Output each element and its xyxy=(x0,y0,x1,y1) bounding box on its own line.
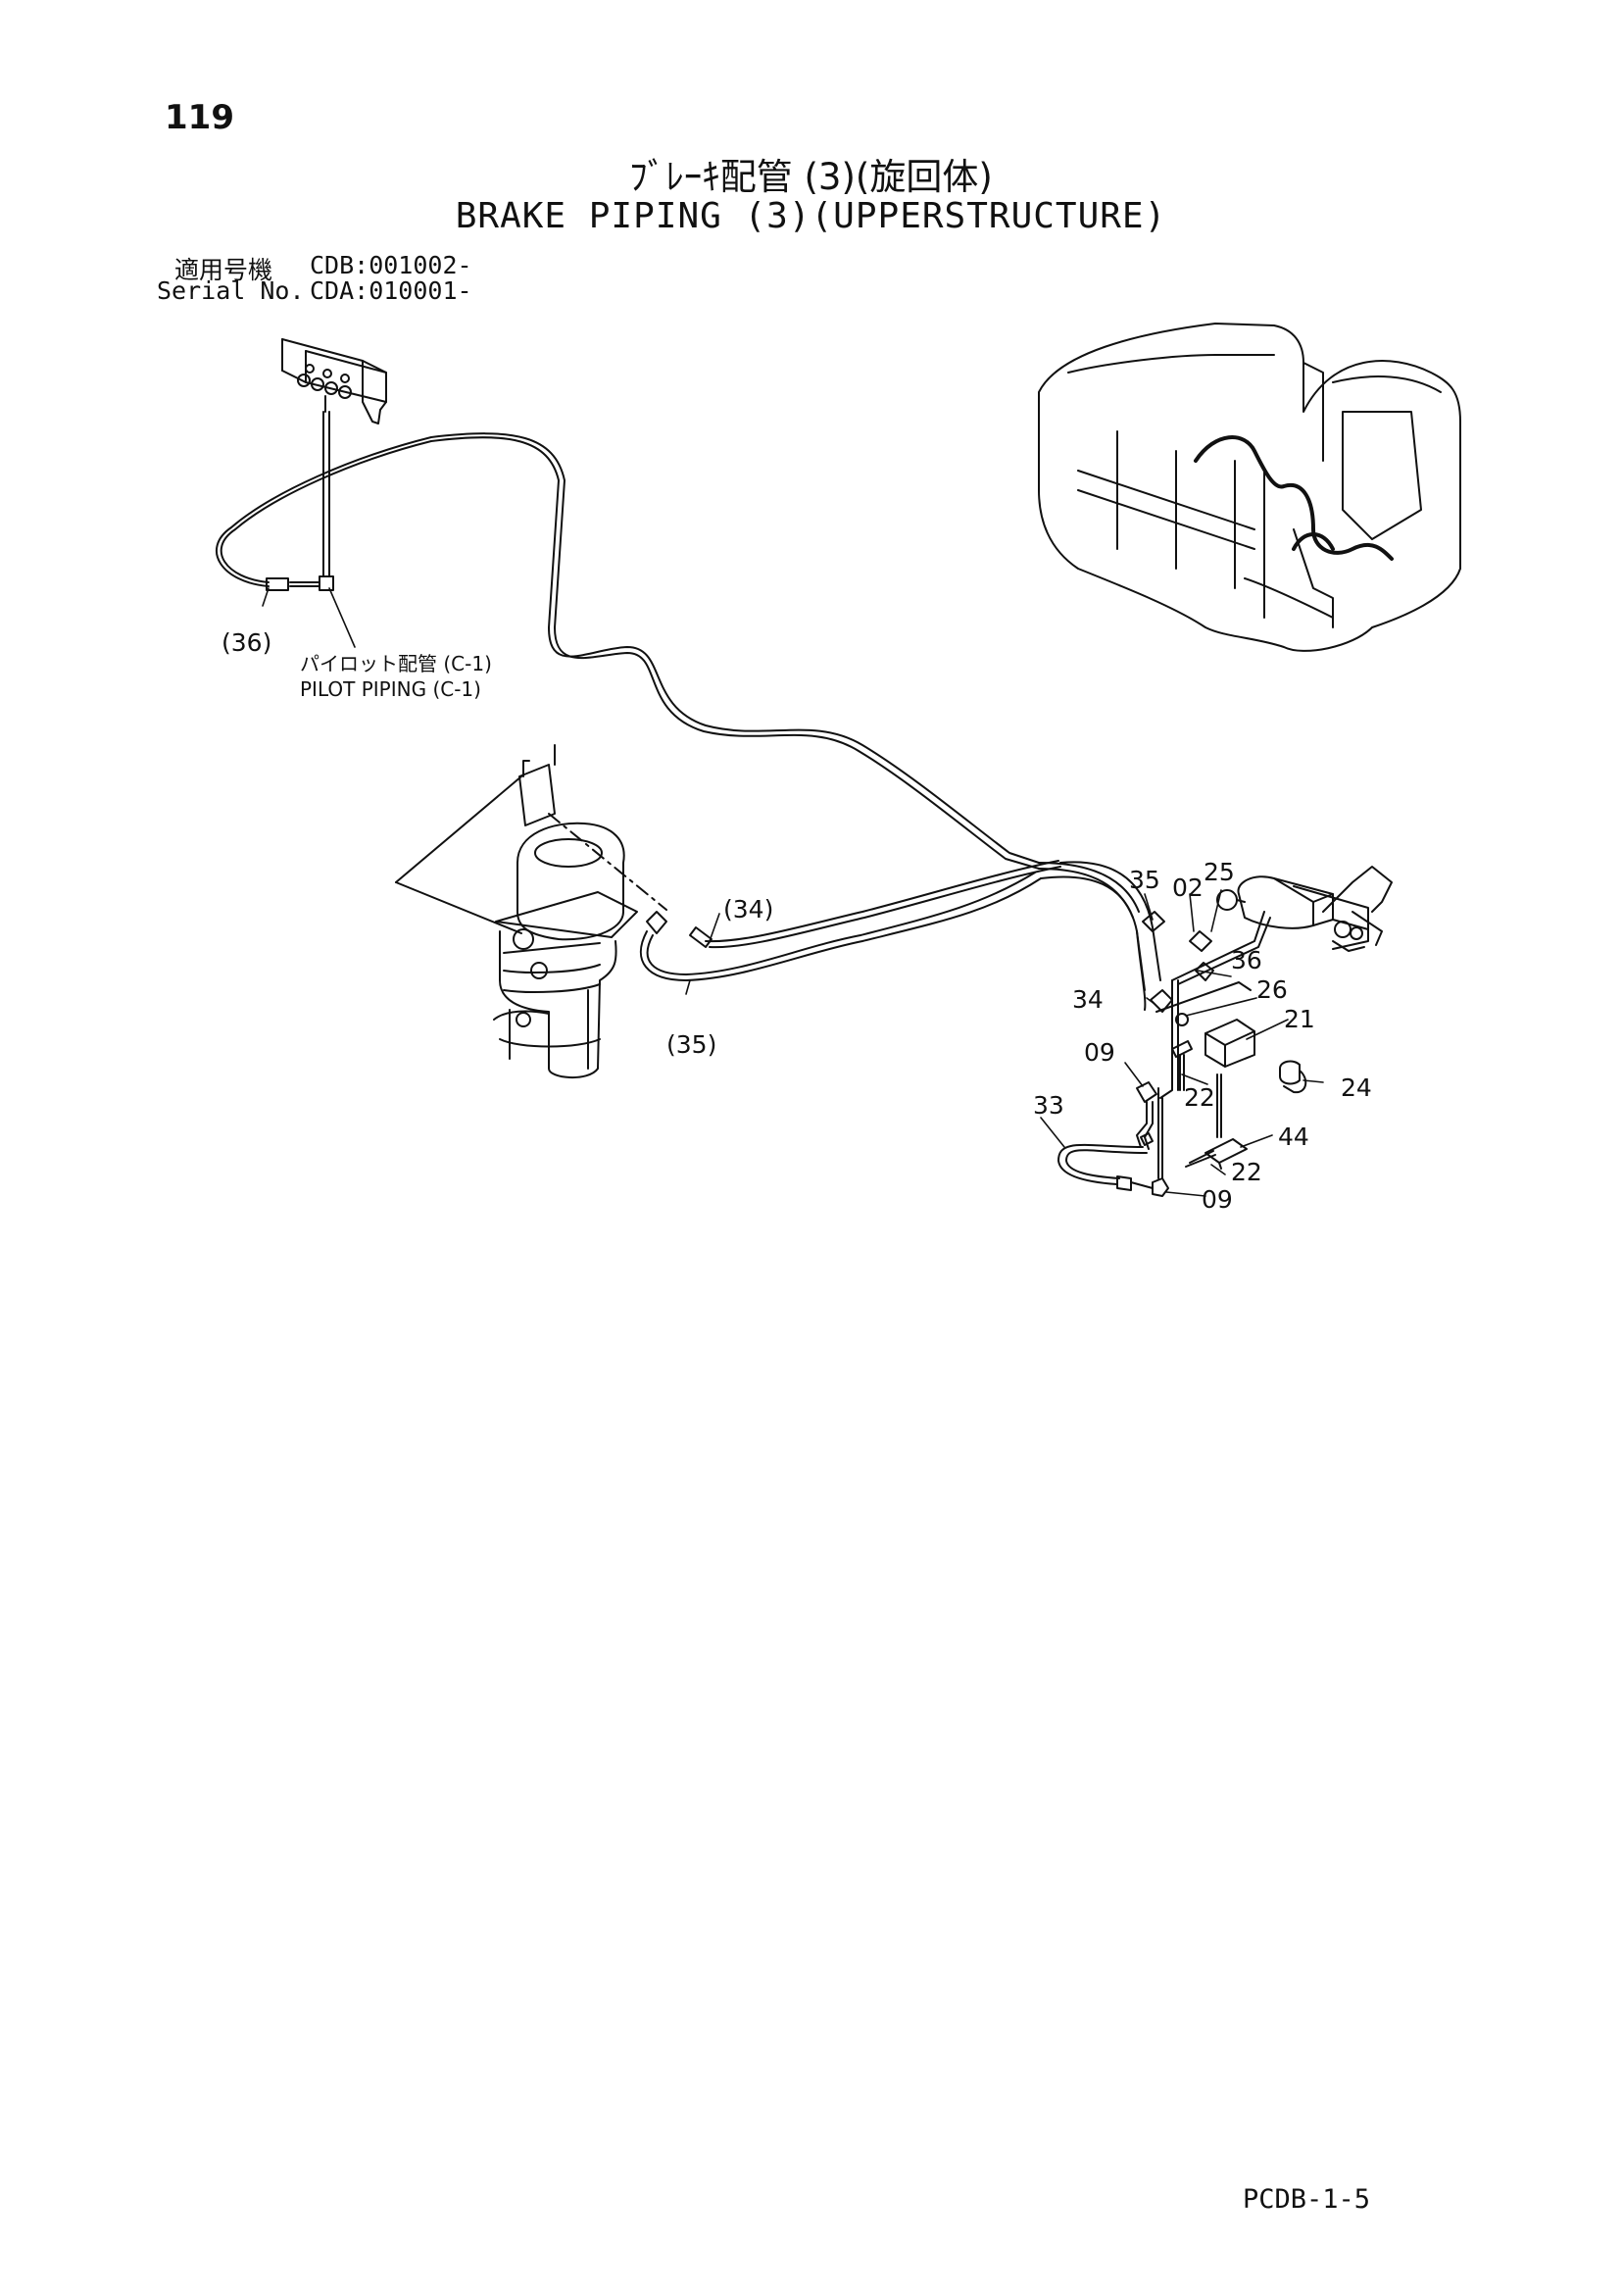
document-code: PCDB-1-5 xyxy=(1243,2184,1371,2215)
serial-value-cda: CDA:010001- xyxy=(310,276,472,305)
pressure-switch-24-drawing xyxy=(1279,1060,1307,1094)
part-label-22-lower: 22 xyxy=(1231,1158,1262,1186)
pilot-piping-callout-english: PILOT PIPING (C-1) xyxy=(300,677,481,701)
part-label-09-lower: 09 xyxy=(1202,1185,1233,1214)
part-label-35-parenthesized: (35) xyxy=(666,1030,716,1059)
page-title-english: BRAKE PIPING (3)(UPPERSTRUCTURE) xyxy=(455,196,1167,236)
part-label-36-parenthesized: (36) xyxy=(221,628,271,657)
hose-34-35-drawing xyxy=(640,860,1061,981)
serial-value-cdb: CDB:001002- xyxy=(310,251,472,279)
pressure-switch-block-drawing xyxy=(1171,1013,1255,1170)
pilot-tee-and-hose-drawing xyxy=(215,411,1140,919)
pilot-piping-callout-japanese: パイロット配管 (C-1) xyxy=(300,652,492,675)
serial-label-japanese: 適用号機 xyxy=(174,256,273,284)
part-label-02: 02 xyxy=(1172,873,1204,902)
serial-label-english: Serial No. xyxy=(157,276,305,305)
page-title-japanese: ﾌﾞﾚｰｷ配管 (3)(旋回体) xyxy=(629,156,993,198)
part-label-35: 35 xyxy=(1129,866,1160,894)
part-label-22-upper: 22 xyxy=(1184,1083,1215,1112)
part-label-26: 26 xyxy=(1256,975,1288,1004)
part-label-33: 33 xyxy=(1033,1091,1064,1120)
part-label-34-parenthesized: (34) xyxy=(723,895,773,923)
part-label-34: 34 xyxy=(1072,985,1104,1014)
swing-center-joint-drawing xyxy=(493,744,638,1079)
page-number: 119 xyxy=(165,98,234,137)
part-label-44: 44 xyxy=(1278,1123,1309,1151)
adapter-09-and-hose-33-drawing xyxy=(1057,1081,1169,1197)
excavator-location-drawing xyxy=(1038,323,1461,652)
part-label-25: 25 xyxy=(1204,858,1235,886)
pilot-valve-block-drawing xyxy=(281,338,387,424)
brake-valve-lines-drawing xyxy=(1155,911,1271,1099)
part-label-09-upper: 09 xyxy=(1084,1038,1115,1067)
excavator-brake-line-highlight xyxy=(1194,435,1394,561)
part-label-36: 36 xyxy=(1231,946,1262,974)
leader-lines xyxy=(262,587,1324,1197)
part-label-21: 21 xyxy=(1284,1005,1315,1033)
brake-valve-assembly-drawing xyxy=(1216,866,1393,952)
swing-joint-callout-lines xyxy=(395,775,667,934)
part-label-24: 24 xyxy=(1341,1073,1372,1102)
